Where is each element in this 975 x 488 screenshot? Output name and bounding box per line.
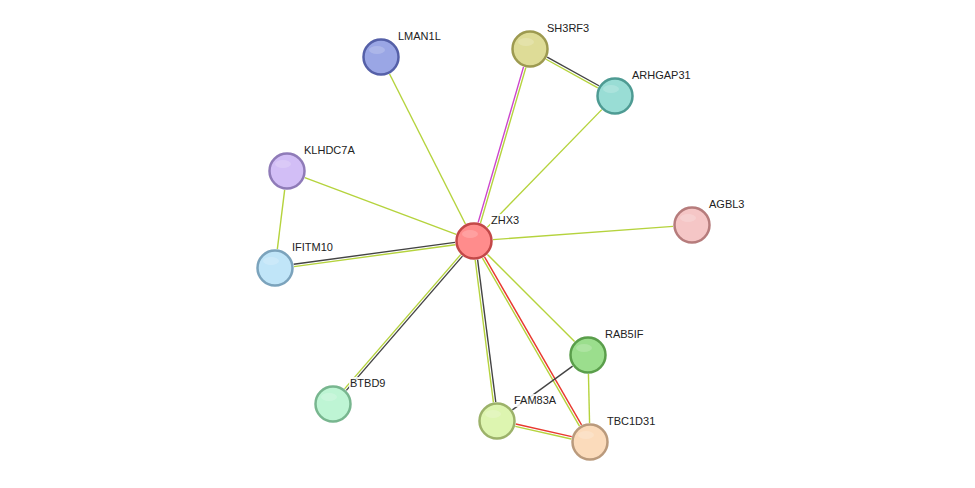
node-circle — [596, 77, 634, 115]
node-circle — [478, 402, 516, 440]
interaction-edge — [487, 110, 602, 228]
node-disc — [270, 154, 305, 189]
node-label: ZHX3 — [490, 214, 520, 227]
evidence-line — [305, 178, 456, 235]
node-gloss — [518, 38, 534, 46]
node-gloss — [576, 344, 592, 352]
node-gloss — [603, 85, 619, 93]
node-circle — [362, 38, 400, 76]
evidence-line — [547, 57, 599, 86]
interaction-edge — [277, 190, 284, 249]
evidence-line — [512, 366, 572, 410]
node-disc — [480, 404, 515, 439]
interaction-edge — [478, 67, 526, 223]
node-label: BTBD9 — [349, 377, 386, 390]
evidence-line — [516, 424, 572, 437]
node-label: FAM83A — [513, 394, 557, 407]
protein-node: ARHGAP31 — [596, 77, 634, 115]
node-gloss — [485, 410, 501, 418]
node-circle — [673, 206, 711, 244]
protein-node: TBC1D31 — [571, 423, 609, 461]
protein-node: SH3RF3 — [511, 30, 549, 68]
protein-node: FAM83A — [478, 402, 516, 440]
protein-node: AGBL3 — [673, 206, 711, 244]
protein-node: ZHX3 — [455, 222, 493, 260]
node-gloss — [275, 160, 291, 168]
node-label: ARHGAP31 — [631, 69, 692, 82]
node-circle — [455, 222, 493, 260]
node-label: SH3RF3 — [546, 22, 590, 35]
node-gloss — [263, 257, 279, 265]
node-gloss — [680, 214, 696, 222]
evidence-line — [485, 257, 582, 425]
node-gloss — [321, 393, 337, 401]
node-circle — [511, 30, 549, 68]
node-circle — [268, 152, 306, 190]
node-disc — [598, 79, 633, 114]
evidence-line — [345, 255, 461, 389]
evidence-line — [493, 226, 673, 239]
interaction-edge — [487, 254, 574, 341]
protein-node: BTBD9 — [314, 385, 352, 423]
evidence-line — [515, 426, 571, 439]
protein-node: KLHDC7A — [268, 152, 306, 190]
interaction-edge — [305, 178, 456, 235]
node-gloss — [578, 431, 594, 439]
node-circle — [571, 423, 609, 461]
interaction-edge — [390, 74, 466, 224]
evidence-line — [487, 254, 574, 341]
evidence-line — [487, 110, 602, 228]
node-disc — [316, 387, 351, 422]
node-disc — [675, 208, 710, 243]
protein-node: RAB5IF — [569, 336, 607, 374]
interaction-edge — [345, 255, 463, 391]
interaction-edge — [512, 366, 572, 410]
node-disc — [573, 425, 608, 460]
node-circle — [314, 385, 352, 423]
node-gloss — [369, 46, 385, 54]
evidence-line — [277, 190, 284, 249]
interaction-edge — [482, 257, 581, 426]
node-label: RAB5IF — [604, 328, 645, 341]
node-disc — [457, 224, 492, 259]
evidence-line — [346, 256, 462, 390]
protein-node: LMAN1L — [362, 38, 400, 76]
evidence-line — [482, 258, 579, 426]
node-disc — [571, 338, 606, 373]
interaction-edge — [588, 374, 589, 423]
node-label: AGBL3 — [708, 198, 745, 211]
node-disc — [513, 32, 548, 67]
interaction-edge — [515, 424, 571, 439]
interaction-edge — [493, 226, 673, 239]
node-disc — [364, 40, 399, 75]
node-label: KLHDC7A — [303, 144, 356, 157]
protein-node: IFITM10 — [256, 249, 294, 287]
node-label: TBC1D31 — [606, 415, 656, 428]
node-circle — [256, 249, 294, 287]
interaction-edge — [475, 260, 496, 403]
node-label: IFITM10 — [291, 241, 334, 254]
node-gloss — [462, 230, 478, 238]
evidence-line — [478, 260, 496, 402]
evidence-line — [390, 74, 466, 224]
evidence-line — [478, 67, 523, 223]
evidence-line — [546, 59, 598, 88]
node-label: LMAN1L — [397, 30, 442, 43]
evidence-line — [480, 68, 525, 224]
interaction-edge — [546, 57, 599, 88]
node-circle — [569, 336, 607, 374]
evidence-line — [588, 374, 589, 423]
evidence-line — [475, 260, 493, 402]
node-disc — [258, 251, 293, 286]
